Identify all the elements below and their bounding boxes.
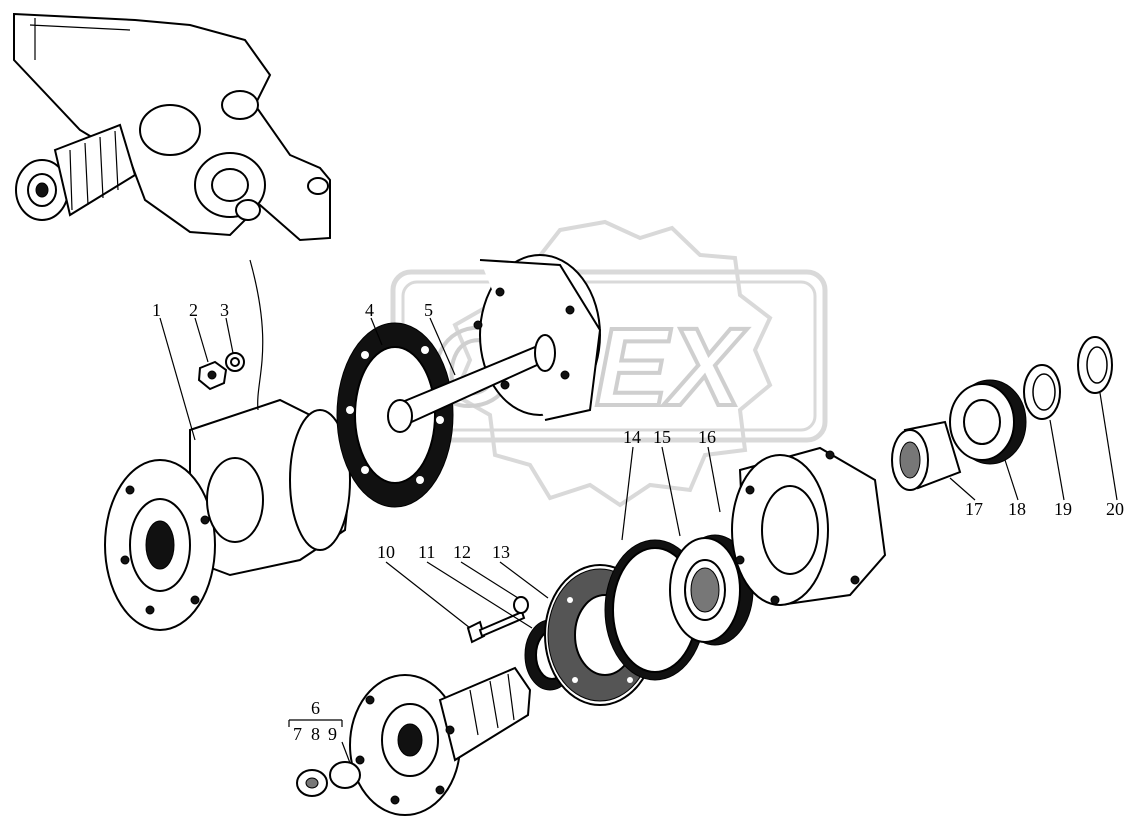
label-17: 17 xyxy=(965,499,983,519)
part-labels: 1 2 3 4 5 6 7 8 9 10 11 12 13 14 15 16 1… xyxy=(152,300,1124,744)
part-6-flange-shaft xyxy=(349,666,532,816)
part-2-nut xyxy=(197,360,228,391)
part-5-drive-shaft xyxy=(387,254,602,433)
label-10: 10 xyxy=(377,542,395,562)
label-15: 15 xyxy=(653,427,671,447)
label-20: 20 xyxy=(1106,499,1124,519)
label-3: 3 xyxy=(220,300,229,320)
label-9: 9 xyxy=(328,724,337,744)
part-12-ring xyxy=(513,596,529,614)
label-14: 14 xyxy=(623,427,641,447)
label-12: 12 xyxy=(453,542,471,562)
part-17-roller-bearing xyxy=(891,420,962,491)
part-10-bolt xyxy=(466,610,526,644)
label-13: 13 xyxy=(492,542,510,562)
label-19: 19 xyxy=(1054,499,1072,519)
part-15-bearing xyxy=(669,534,754,646)
label-4: 4 xyxy=(365,300,374,320)
part-7-8-plugs xyxy=(296,761,361,797)
label-1: 1 xyxy=(152,300,161,320)
label-11: 11 xyxy=(418,542,435,562)
part-18-ball-bearing xyxy=(949,379,1027,465)
label-6: 6 xyxy=(311,698,320,718)
part-3-washer xyxy=(225,352,245,372)
label-2: 2 xyxy=(189,300,198,320)
axle-assembly-overview xyxy=(13,12,331,242)
label-8: 8 xyxy=(311,724,320,744)
label-18: 18 xyxy=(1008,499,1026,519)
label-16: 16 xyxy=(698,427,716,447)
part-20-lock-nut xyxy=(1077,336,1113,394)
part-19-retaining-ring xyxy=(1023,364,1061,420)
label-5: 5 xyxy=(424,300,433,320)
leader-lines xyxy=(159,317,1118,764)
label-7: 7 xyxy=(293,724,302,744)
part-1-flange-housing xyxy=(104,259,352,631)
part-16-housing xyxy=(731,446,887,607)
